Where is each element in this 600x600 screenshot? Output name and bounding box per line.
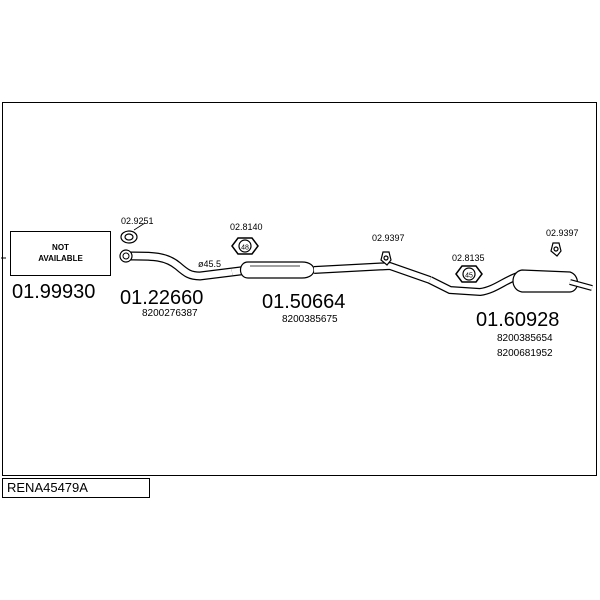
not-available-line-2: AVAILABLE <box>38 254 83 263</box>
oe-number-01-60928-b: 8200681952 <box>497 348 553 359</box>
clamp-02-8135 <box>455 265 483 283</box>
gasket-02-9251 <box>120 230 138 244</box>
diagram-title: RENA45479A <box>2 478 150 498</box>
centre-silencer <box>231 261 432 284</box>
not-available-line-1: NOT <box>52 243 69 252</box>
not-available-box: NOT AVAILABLE <box>10 231 111 276</box>
part-number-01-22660: 01.22660 <box>120 287 204 309</box>
accessory-02-9251: 02.9251 <box>121 216 154 226</box>
oe-number-01-60928-a: 8200385654 <box>497 333 553 344</box>
hanger-02-9397-b <box>550 242 562 257</box>
part-number-01-99930: 01.99930 <box>12 281 96 303</box>
clamp-02-8140 <box>231 237 259 255</box>
accessory-02-9397-b: 02.9397 <box>546 228 579 238</box>
accessory-02-9397-a: 02.9397 <box>372 233 405 243</box>
clamp-number-a: 48 <box>241 245 249 252</box>
oe-number-01-22660: 8200276387 <box>142 308 198 319</box>
diagram-frame <box>2 102 597 476</box>
hanger-02-9397-a <box>380 251 392 266</box>
clamp-number-b: 45 <box>465 273 473 280</box>
accessory-02-8135: 02.8135 <box>452 253 485 263</box>
oe-number-01-50664: 8200385675 <box>282 314 338 325</box>
accessory-02-8140: 02.8140 <box>230 222 263 232</box>
part-number-01-50664: 01.50664 <box>262 291 346 313</box>
front-pipe <box>119 249 233 281</box>
pipe-diameter-label: ø45.5 <box>198 259 222 269</box>
rear-silencer <box>428 269 593 297</box>
part-number-01-60928: 01.60928 <box>476 309 560 331</box>
